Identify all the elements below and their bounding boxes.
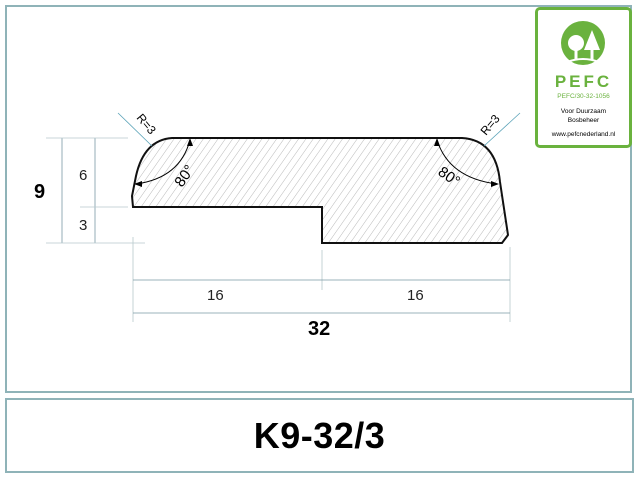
- pefc-tagline-1: Voor Duurzaam: [560, 108, 607, 115]
- left-arc-arrow-up: [187, 138, 193, 146]
- right-radius-label: R=3: [478, 112, 503, 138]
- dim-upper-height: 6: [79, 167, 87, 184]
- dim-left-width: 16: [207, 287, 224, 304]
- dim-right-width: 16: [407, 287, 424, 304]
- left-radius-leader: [117, 112, 153, 147]
- dim-overall-height: 9: [34, 181, 45, 203]
- product-code: K9-32/3: [253, 414, 386, 456]
- tree-icon: [561, 21, 605, 65]
- right-radius-leader: [483, 112, 521, 147]
- profile-section: [130, 137, 510, 244]
- right-arc-arrow-right: [491, 181, 499, 187]
- left-angle-arc: [135, 139, 191, 185]
- pefc-certification-logo: PEFC PEFC/30-32-1056 Voor Duurzaam Bosbe…: [535, 7, 632, 148]
- right-angle-arc: [436, 139, 498, 185]
- pefc-tagline-2: Bosbeheer: [567, 117, 600, 124]
- right-arc-arrow-up: [434, 138, 440, 146]
- dim-lower-height: 3: [79, 217, 87, 234]
- title-block: K9-32/3: [5, 398, 634, 473]
- pefc-website: www.pefcnederland.nl: [551, 131, 616, 138]
- pefc-wordmark: PEFC: [554, 72, 613, 91]
- dim-total-width: 32: [308, 318, 330, 340]
- left-arc-arrow-left: [134, 181, 142, 187]
- left-radius-label: R=3: [134, 111, 159, 137]
- pefc-license-code: PEFC/30-32-1056: [557, 93, 610, 100]
